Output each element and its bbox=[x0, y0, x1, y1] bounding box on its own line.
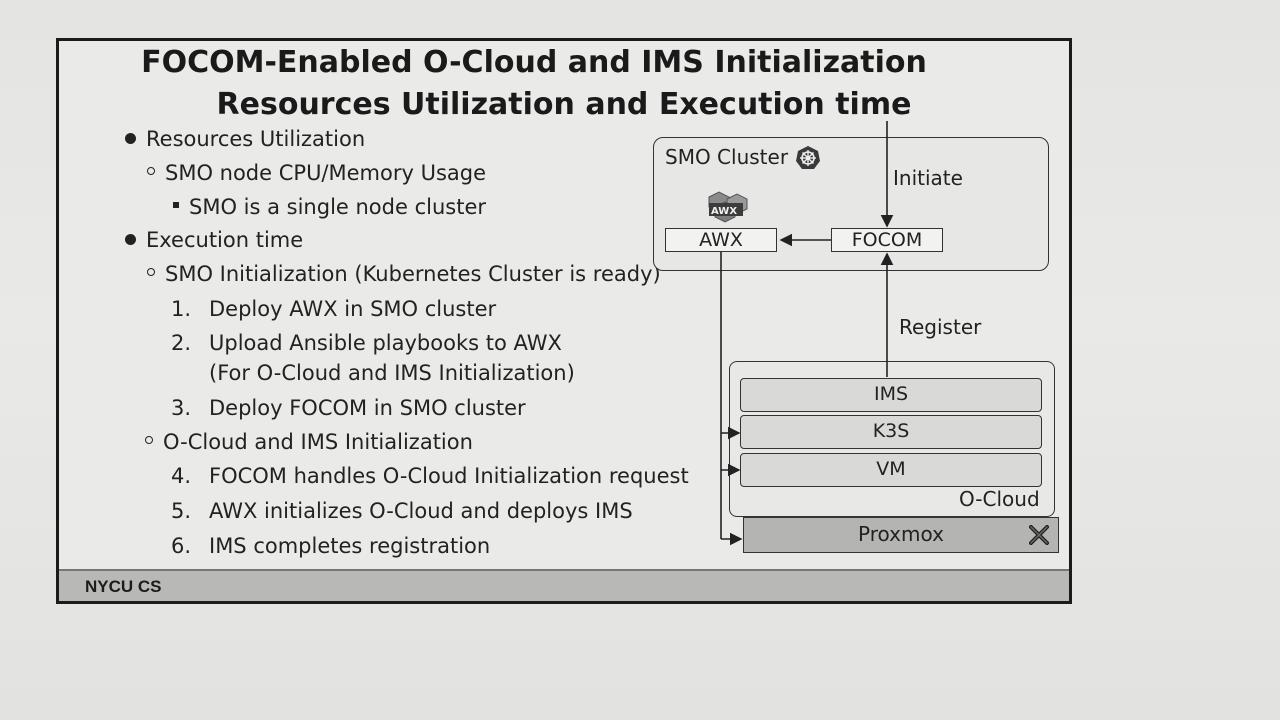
step-3: 3.Deploy FOCOM in SMO cluster bbox=[171, 396, 526, 420]
focom-box: FOCOM bbox=[831, 228, 943, 252]
ocloud-label: O-Cloud bbox=[959, 487, 1040, 511]
register-label: Register bbox=[899, 315, 982, 339]
step-2-note: (For O-Cloud and IMS Initialization) bbox=[209, 361, 575, 385]
step-5: 5.AWX initializes O-Cloud and deploys IM… bbox=[171, 499, 633, 523]
bullet-smo-usage: SMO node CPU/Memory Usage bbox=[147, 161, 486, 185]
ims-layer: IMS bbox=[740, 378, 1042, 412]
bullet-execution: Execution time bbox=[125, 228, 303, 252]
slide-footer: NYCU CS bbox=[59, 569, 1069, 601]
awx-logo-icon bbox=[701, 191, 753, 227]
awx-logo-text: AWX bbox=[711, 206, 738, 217]
step-1: 1.Deploy AWX in SMO cluster bbox=[171, 297, 497, 321]
bullet-smo-init: SMO Initialization (Kubernetes Cluster i… bbox=[147, 262, 661, 286]
slide-title-line2: Resources Utilization and Execution time bbox=[216, 87, 912, 122]
diagram-arrows bbox=[720, 121, 894, 546]
kubernetes-icon bbox=[795, 145, 821, 171]
step-2: 2.Upload Ansible playbooks to AWX bbox=[171, 331, 562, 355]
proxmox-icon bbox=[1029, 525, 1049, 545]
vm-layer: VM bbox=[740, 453, 1042, 487]
smo-cluster-label: SMO Cluster bbox=[665, 145, 789, 169]
footer-label: NYCU CS bbox=[85, 577, 162, 596]
slide: FOCOM-Enabled O-Cloud and IMS Initializa… bbox=[56, 38, 1072, 604]
bullet-single-node: SMO is a single node cluster bbox=[173, 195, 486, 219]
initiate-label: Initiate bbox=[893, 166, 963, 190]
k3s-layer: K3S bbox=[740, 415, 1042, 449]
bullet-ocloud-init: O-Cloud and IMS Initialization bbox=[145, 430, 473, 454]
bullet-resources: Resources Utilization bbox=[125, 127, 365, 151]
step-6: 6.IMS completes registration bbox=[171, 534, 491, 558]
awx-box: AWX bbox=[665, 228, 777, 252]
step-4: 4.FOCOM handles O-Cloud Initialization r… bbox=[171, 464, 689, 488]
slide-title-line1: FOCOM-Enabled O-Cloud and IMS Initializa… bbox=[141, 45, 927, 80]
ocloud-box: IMS K3S VM bbox=[729, 361, 1055, 517]
proxmox-box: Proxmox bbox=[743, 517, 1059, 553]
